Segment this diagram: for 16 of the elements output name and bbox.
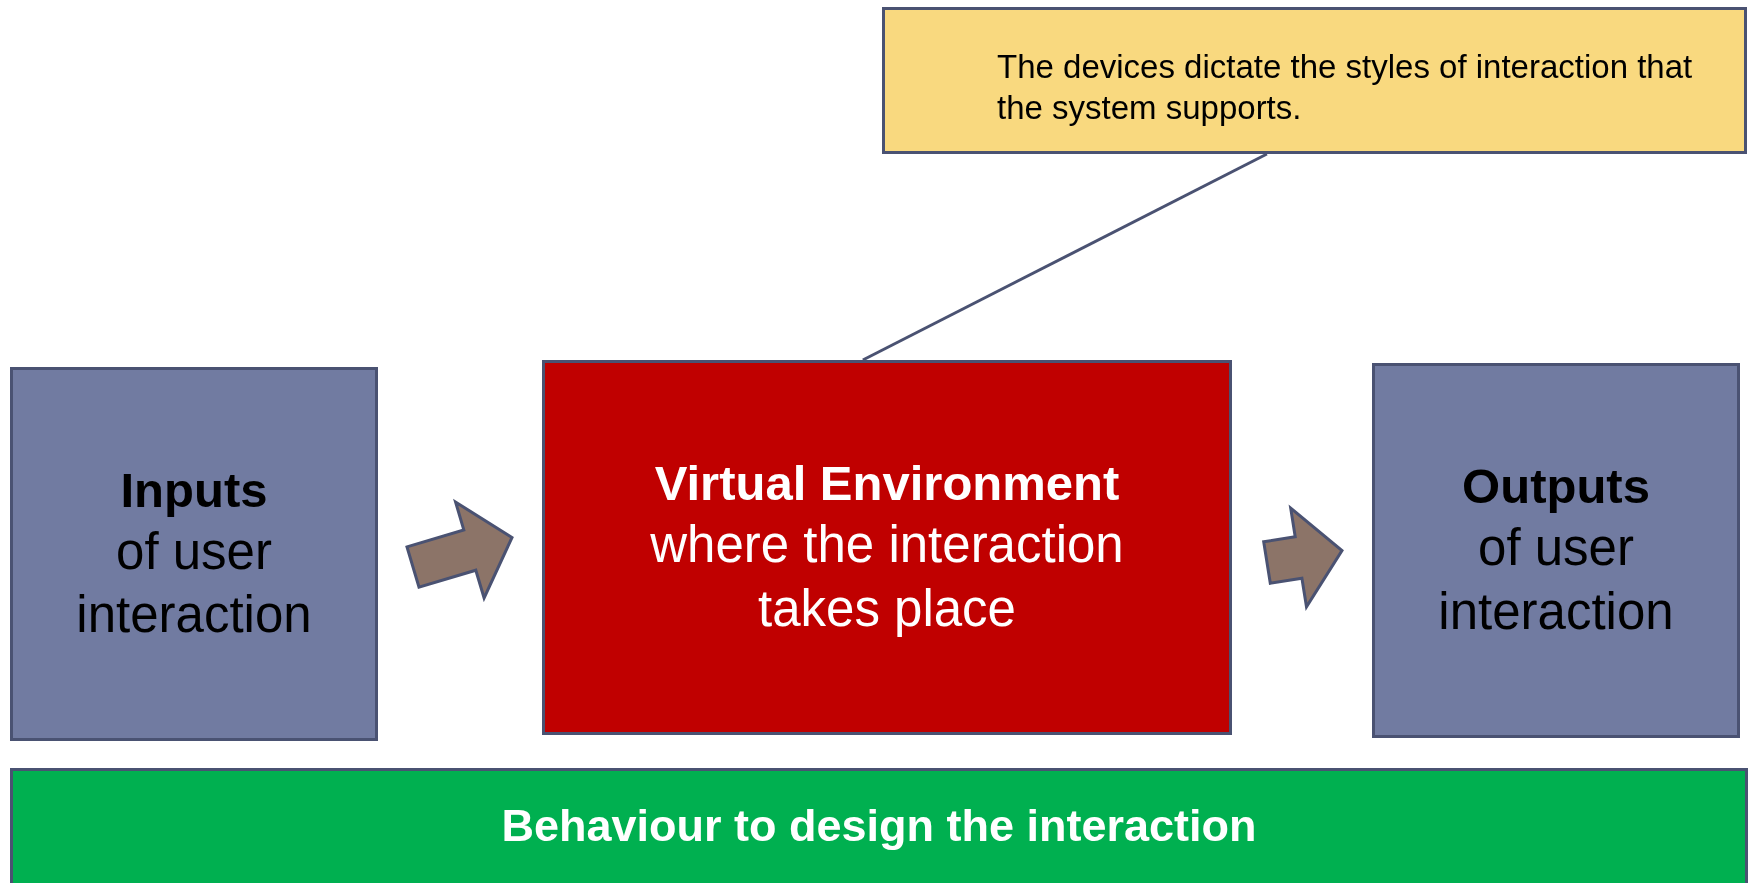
- description: where the interaction takes place: [649, 515, 1125, 639]
- highlight-box: [542, 360, 1232, 735]
- leader-line: [862, 152, 1268, 362]
- description: of user interaction: [1437, 518, 1675, 642]
- process-box: [1372, 363, 1740, 738]
- process-box: [10, 367, 378, 741]
- heading: Behaviour to design the interaction: [501, 799, 1257, 853]
- heading: Outputs: [1462, 458, 1650, 516]
- block-arrow: [1262, 504, 1344, 611]
- callout-box: [882, 7, 1747, 154]
- block-arrow: [405, 498, 514, 603]
- description: of user interaction: [75, 521, 313, 646]
- heading: Virtual Environment: [654, 455, 1120, 513]
- heading: Inputs: [120, 461, 268, 519]
- footer-band: [10, 768, 1748, 883]
- callout-text: The devices dictate the styles of interaction that the system supports.: [997, 47, 1694, 129]
